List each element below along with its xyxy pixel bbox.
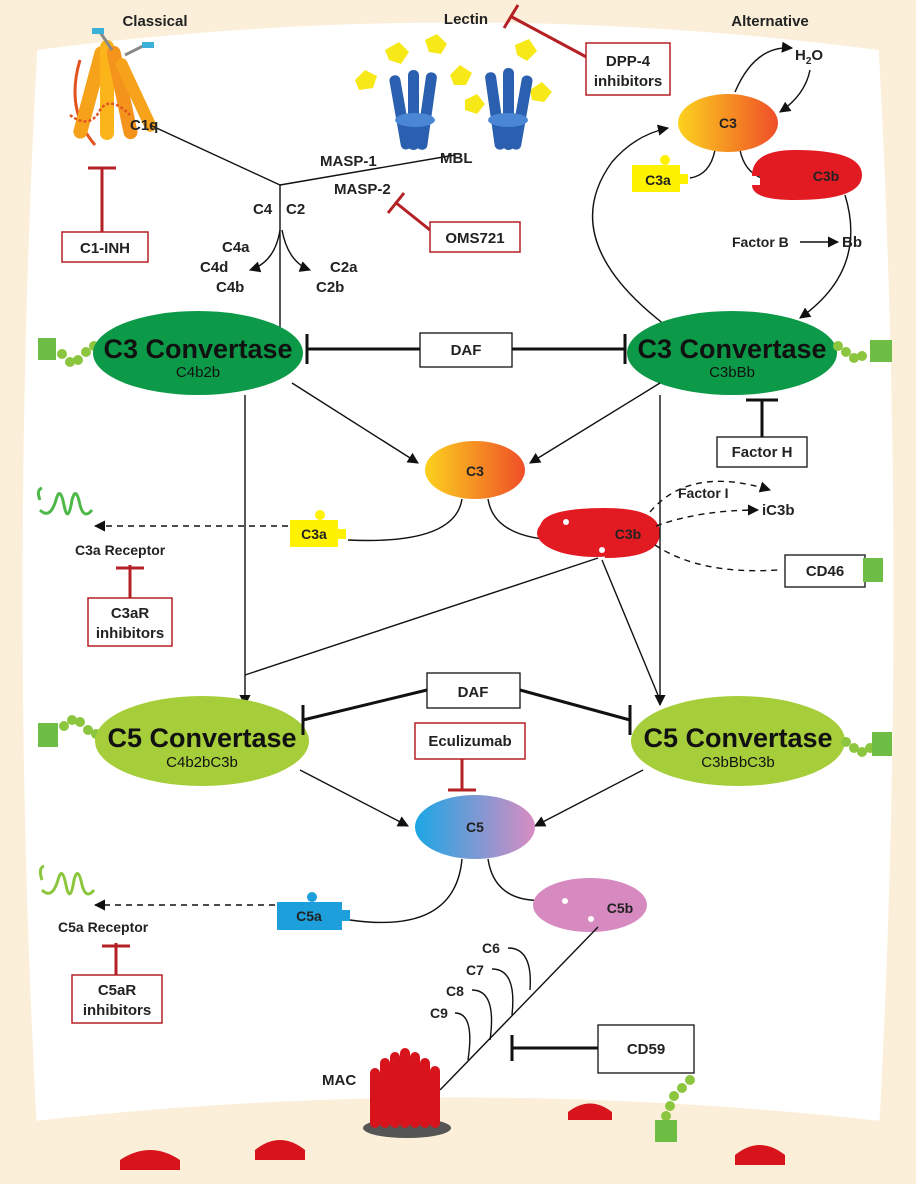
c5ar-inhibitors-line1: C5aR (98, 982, 137, 999)
mbl-label: MBL (440, 150, 473, 167)
c3-convertase-alternative-sub: C3bBb (709, 364, 755, 381)
cd59-label: CD59 (627, 1041, 665, 1058)
c6-label: C6 (482, 940, 500, 956)
daf-bottom-inhibition (301, 688, 632, 735)
c3a-alternative-fragment (632, 165, 688, 192)
c3ar-inhibitors-line2: inhibitors (96, 625, 164, 642)
c8-label: C8 (446, 983, 464, 999)
membrane-mac-icons (120, 1103, 785, 1170)
c1inh-label: C1-INH (80, 240, 130, 257)
daf-top-inhibition (305, 334, 627, 364)
masp2-label: MASP-2 (334, 181, 391, 198)
c3-convertase-classical-sub: C4b2b (176, 364, 220, 381)
c3b-alternative-fragment (752, 150, 862, 200)
c5-convertase-classical-title: C5 Convertase (107, 723, 296, 753)
c2a-label: C2a (330, 259, 358, 276)
c5-convertase-alternative (631, 696, 892, 786)
c4d-label: C4d (200, 259, 228, 276)
c5-ellipse (415, 795, 535, 859)
c3-convertase-alternative-title: C3 Convertase (637, 334, 826, 364)
c3-convertase-classical-title: C3 Convertase (103, 334, 292, 364)
mac-assembly-lines (439, 926, 599, 1091)
oms721-label: OMS721 (445, 230, 504, 247)
daf-bottom-label: DAF (458, 684, 489, 701)
c1inh-box (61, 231, 149, 263)
c3-convertase-classical (38, 311, 303, 395)
c3a-alternative-label: C3a (645, 172, 671, 188)
c1q-label: C1q (130, 117, 158, 134)
c3-alternative-label: C3 (719, 115, 737, 131)
c5a-label: C5a (296, 908, 322, 924)
c3ar-inhibitors-box (87, 597, 173, 647)
c3b-center-label: C3b (615, 526, 641, 542)
c5a-receptor-icon (38, 864, 96, 896)
h2o-label: H2O (795, 47, 823, 67)
c2-label: C2 (286, 201, 305, 218)
alternative-label: Alternative (731, 13, 809, 30)
c5a-receptor-label: C5a Receptor (58, 919, 149, 935)
c9-label: C9 (430, 1005, 448, 1021)
cd46-box (784, 554, 866, 588)
dpp4-inhibitors-box (585, 42, 671, 96)
masp1-label: MASP-1 (320, 153, 377, 170)
lectin-label: Lectin (444, 11, 488, 28)
c5ar-inhibitors-box (71, 974, 163, 1024)
factor-b-label: Factor B (732, 234, 789, 250)
classical-label: Classical (122, 13, 187, 30)
c7-label: C7 (466, 962, 484, 978)
factor-h-box (716, 436, 808, 468)
bb-label: Bb (842, 234, 862, 251)
c3-center-ellipse (425, 441, 525, 499)
cd59-anchor-icon (655, 1075, 695, 1142)
c5-convertase-classical (38, 696, 309, 786)
mac-pore-icon (363, 1048, 451, 1138)
mac-label: MAC (322, 1072, 356, 1089)
c3a-center-label: C3a (301, 526, 327, 542)
c4-label: C4 (253, 201, 273, 218)
dpp4-inhibitors-line2: inhibitors (594, 73, 662, 90)
c3-convertase-alternative (627, 311, 892, 395)
eculizumab-box (414, 722, 526, 760)
c3ar-inhibitors-line1: C3aR (111, 605, 150, 622)
classical-lectin-lines (149, 124, 456, 335)
eculizumab-label: Eculizumab (428, 733, 511, 750)
dpp4-inhibitors-line1: DPP-4 (606, 53, 651, 70)
daf-top-label: DAF (451, 342, 482, 359)
c5-convertase-alternative-title: C5 Convertase (643, 723, 832, 753)
daf-bottom-box (426, 672, 521, 709)
oms721-box (429, 221, 521, 253)
cd59-box (597, 1024, 695, 1074)
c1-complex-icon (69, 28, 157, 146)
factor-i-label: Factor I (678, 485, 729, 501)
c5b-fragment (533, 878, 647, 932)
c5a-fragment (277, 902, 350, 930)
c5b-label: C5b (607, 900, 633, 916)
c3a-receptor-label: C3a Receptor (75, 542, 166, 558)
c3-center-label: C3 (466, 463, 484, 479)
cd46-label: CD46 (806, 563, 844, 580)
c5ar-inhibitors-line2: inhibitors (83, 1002, 151, 1019)
c4a-label: C4a (222, 239, 250, 256)
c3a-receptor-icon (36, 486, 94, 516)
c2b-label: C2b (316, 279, 344, 296)
c3b-alternative-label: C3b (813, 168, 839, 184)
c3-alternative-ellipse (678, 94, 778, 152)
c3a-center-fragment (290, 520, 346, 547)
c4b-label: C4b (216, 279, 244, 296)
ic3b-label: iC3b (762, 502, 795, 519)
c5-label: C5 (466, 819, 484, 835)
c5-convertase-classical-sub: C4b2bC3b (166, 754, 238, 771)
mbl-complex-icon (355, 34, 552, 150)
c5-convertase-alternative-sub: C3bBbC3b (701, 754, 774, 771)
factor-h-label: Factor H (732, 444, 793, 461)
daf-top-box (419, 332, 513, 368)
